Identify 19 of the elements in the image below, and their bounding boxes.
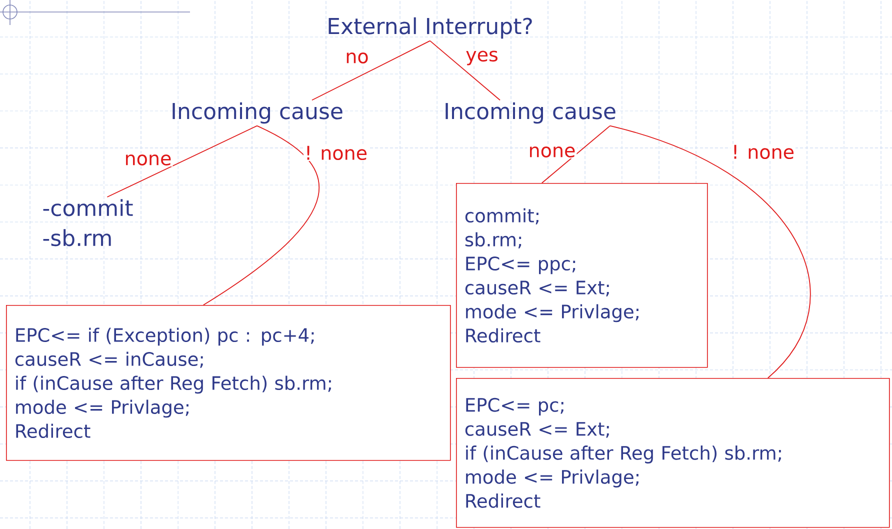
edge-label: ! none <box>303 144 369 162</box>
edge-label: yes <box>464 50 500 66</box>
heading-text: Incoming cause <box>172 102 342 124</box>
heading-text: Incoming cause <box>446 102 616 124</box>
connector-line <box>610 125 811 378</box>
edge-label: none <box>123 154 173 166</box>
connector-line <box>202 125 320 306</box>
code-box: commit; sb.rm; EPC<= ppc; causeR <= Ext; mode <= Privlage; Redirect <box>456 182 708 368</box>
question-text: External Interrupt? <box>328 17 532 39</box>
code-box: EPC<= if (Exception) pc : pc+4; causeR <= inCause; if (inCause after Reg Fetch) sb.rm; mode <= Privlage; Redirect <box>6 305 451 461</box>
edge-label: no <box>344 52 370 64</box>
action-text: -commit -sb.rm <box>43 199 133 246</box>
connector-line <box>541 125 610 184</box>
edge-label: none <box>527 146 577 158</box>
connector-line <box>430 40 500 101</box>
connector-line <box>312 40 430 101</box>
edge-label: ! none <box>730 144 796 160</box>
connector-line <box>106 125 258 198</box>
code-box: EPC<= pc; causeR <= Ext; if (inCause after Reg Fetch) sb.rm; mode <= Privlage; Redirect <box>456 378 890 528</box>
